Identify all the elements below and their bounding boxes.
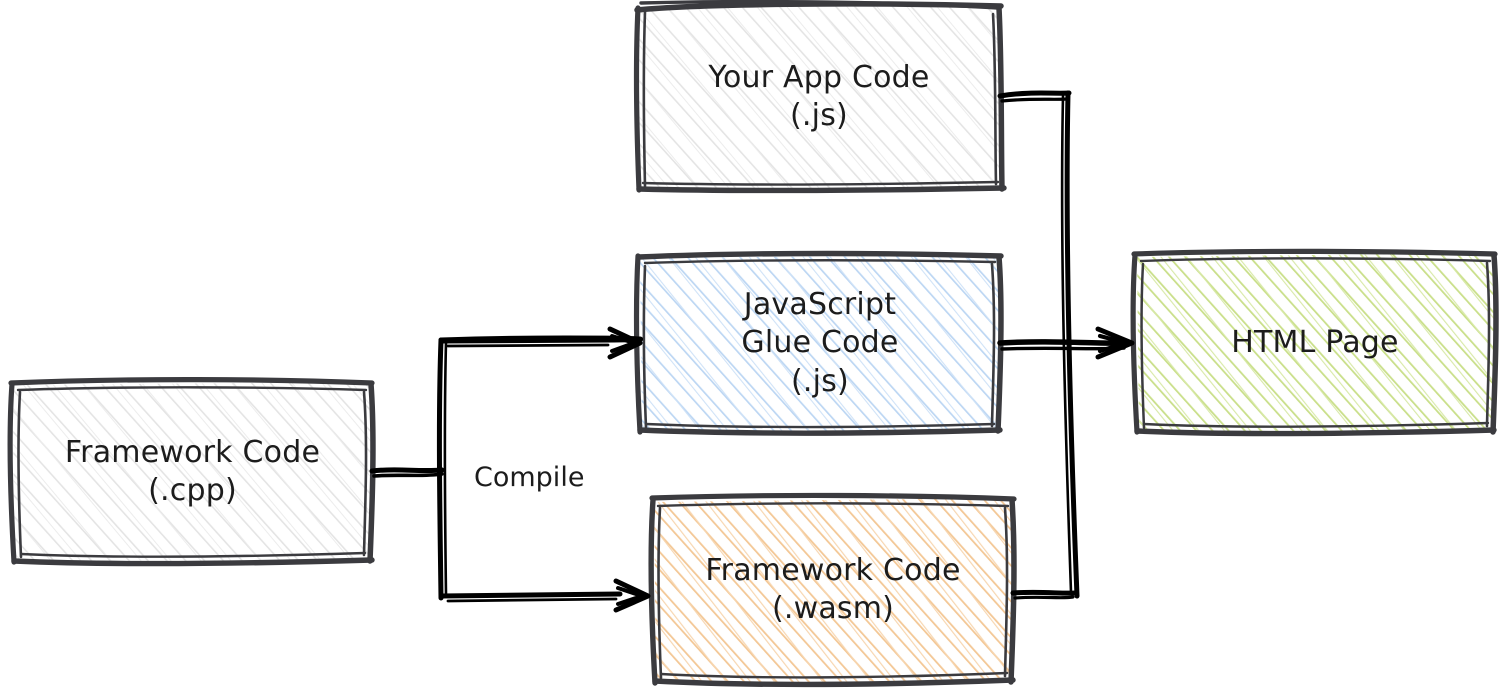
node-your-app-code-shape[interactable] xyxy=(633,0,1007,194)
edge-glue-to-html-line xyxy=(997,326,1135,360)
edge-wasm-to-html-line xyxy=(1010,589,1078,600)
edge-app-to-html-line xyxy=(997,90,1072,103)
edge-right-vertical-bus xyxy=(1060,90,1080,599)
node-framework-code-wasm-shape[interactable] xyxy=(648,492,1017,688)
edge-label-compile: Compile xyxy=(474,462,585,493)
node-html-page-shape[interactable] xyxy=(1130,248,1499,437)
node-javascript-glue-code-shape[interactable] xyxy=(633,250,1004,436)
edge-compile-to-glue-line xyxy=(369,326,644,601)
node-framework-code-cpp-shape[interactable] xyxy=(7,377,376,567)
edge-compile-to-wasm-line xyxy=(438,578,651,613)
